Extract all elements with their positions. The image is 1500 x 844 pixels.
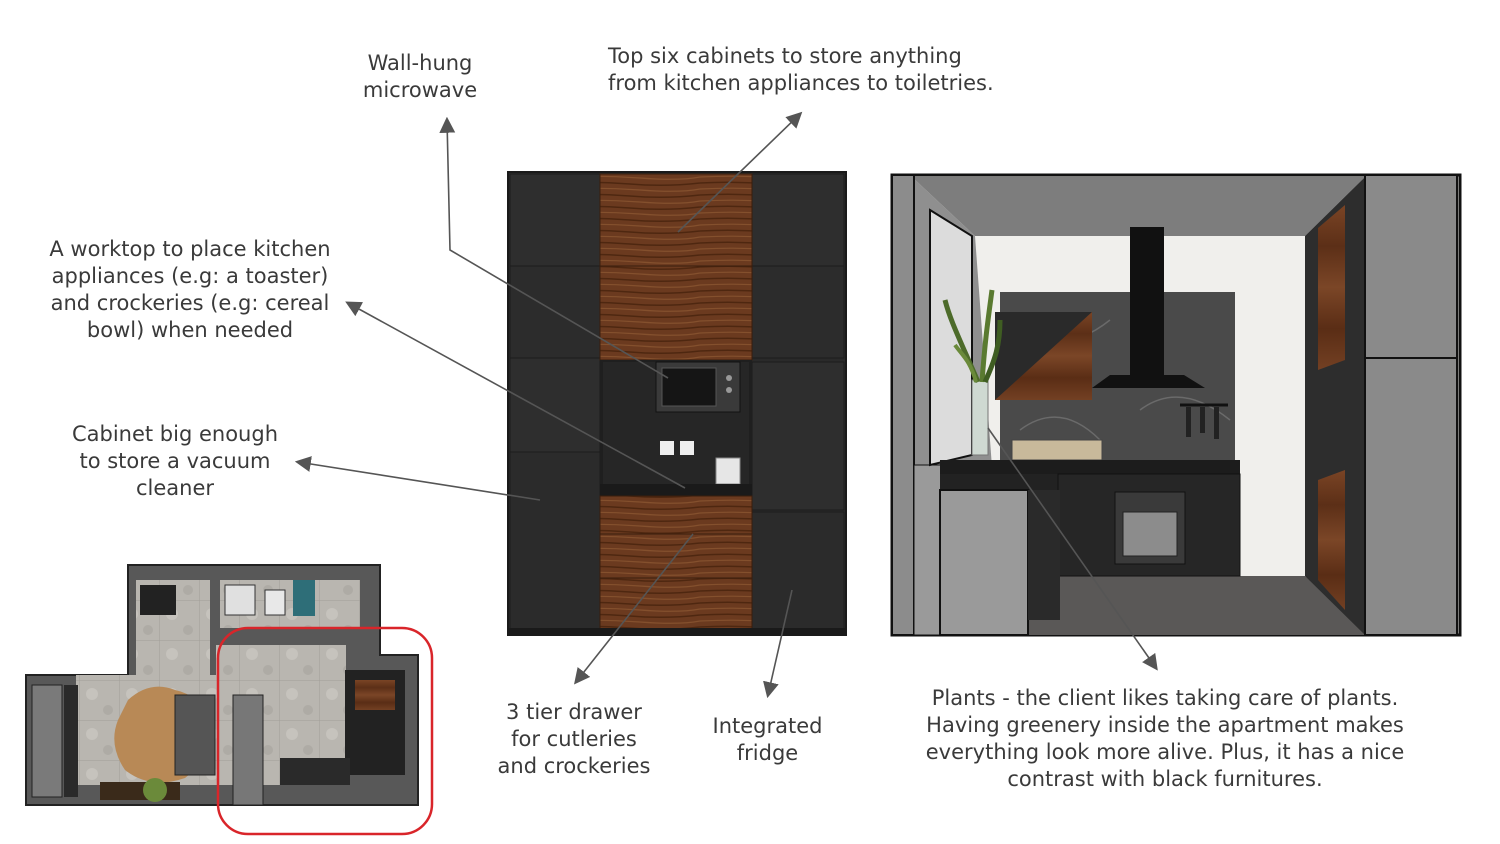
toaster-icon (715, 457, 741, 485)
kitchen-highlight (216, 626, 434, 836)
microwave-icon (655, 361, 741, 413)
label-fridge: Integrated fridge (712, 714, 823, 765)
plant-icon (143, 778, 167, 802)
label-drawer: 3 tier drawer for cutleries and crockeri… (497, 700, 651, 778)
range-hood-icon (1092, 227, 1205, 388)
label-top-cabinets: Top six cabinets to store anything from … (608, 44, 994, 95)
label-vacuum-cabinet: Cabinet big enough to store a vacuum cle… (71, 422, 279, 500)
plant-icon (942, 289, 1003, 456)
oven-icon (1114, 491, 1186, 565)
label-microwave: Wall-hung microwave (362, 51, 478, 102)
cabinet-elevation (507, 171, 847, 636)
kitchen-perspective (890, 173, 1462, 637)
socket-icon (660, 441, 674, 455)
floor-plan (25, 564, 419, 806)
socket-icon (680, 441, 694, 455)
utensil-rail-icon (1180, 403, 1228, 439)
annotation-arrows (294, 111, 1158, 699)
label-worktop: A worktop to place kitchen appliances (e… (49, 237, 331, 342)
label-plants: Plants - the client likes taking care of… (925, 686, 1405, 791)
